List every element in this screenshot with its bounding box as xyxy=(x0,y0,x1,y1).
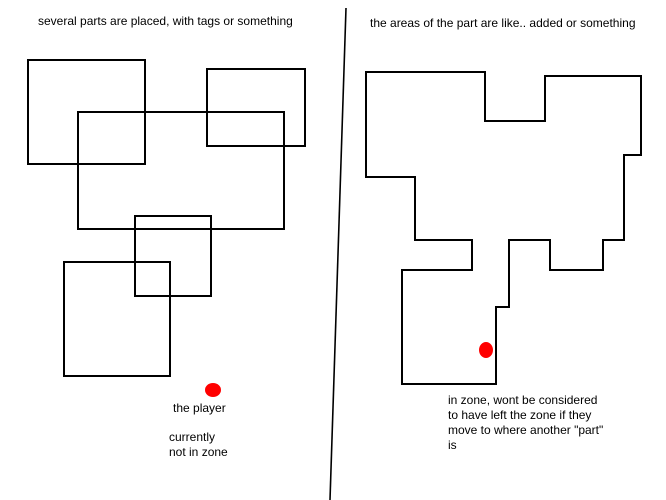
part-rect-top-right xyxy=(206,68,306,147)
left-panel-caption: several parts are placed, with tags or s… xyxy=(38,14,293,28)
part-rect-center xyxy=(77,111,285,230)
player-dot-outside xyxy=(205,383,221,397)
player-label: the player xyxy=(173,401,226,415)
right-panel-caption: the areas of the part are like.. added o… xyxy=(370,16,636,30)
merged-zone-outline xyxy=(365,71,642,385)
player-status-label: currently not in zone xyxy=(169,430,228,459)
panel-divider xyxy=(329,7,347,500)
merged-zone-note: in zone, wont be considered to have left… xyxy=(448,393,604,452)
player-dot-inside xyxy=(479,342,493,358)
part-rect-bottom-left xyxy=(63,261,171,377)
part-rect-small-middle xyxy=(134,215,212,297)
separate-parts-group xyxy=(27,59,306,377)
